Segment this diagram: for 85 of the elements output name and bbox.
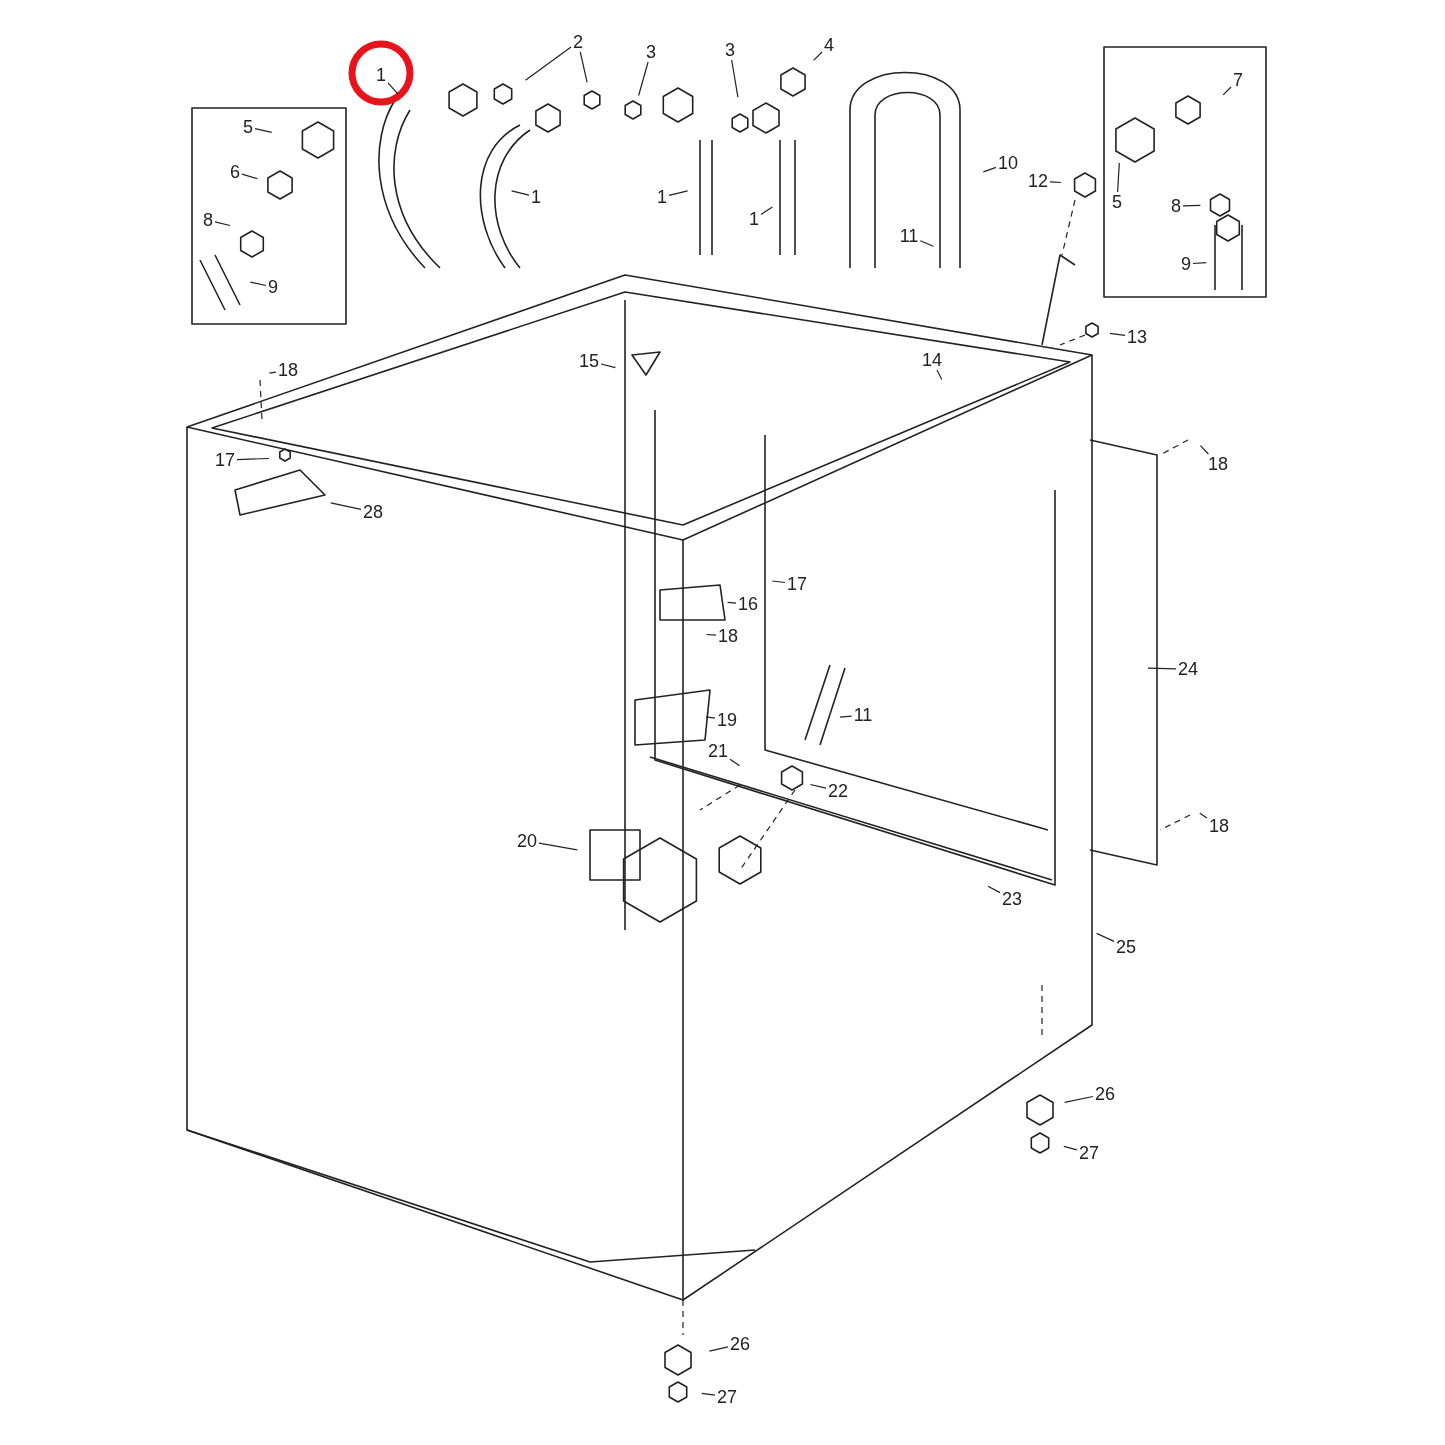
- leader-line: [214, 221, 231, 227]
- callout-number: 5: [1112, 193, 1122, 211]
- callout-number: 19: [717, 711, 737, 729]
- callout-number: 10: [998, 154, 1018, 172]
- callout-number: 27: [717, 1388, 737, 1406]
- leader-line: [1063, 1145, 1078, 1151]
- leader-line: [511, 190, 530, 196]
- leader-line: [701, 1392, 716, 1396]
- leader-line: [600, 363, 616, 369]
- callout-number: 11: [899, 227, 919, 245]
- callout-number: 16: [738, 595, 758, 613]
- leader-line: [936, 369, 943, 381]
- leader-line: [1109, 332, 1126, 336]
- callout-number: 1: [376, 66, 386, 84]
- leader-line: [236, 457, 270, 461]
- leader-line: [1199, 445, 1209, 455]
- callout-number: 21: [708, 742, 728, 760]
- leader-line: [731, 59, 739, 98]
- callout-number: 18: [718, 627, 738, 645]
- callout-number: 25: [1116, 938, 1136, 956]
- leader-line: [760, 206, 773, 215]
- leader-line: [1182, 204, 1201, 207]
- leader-line: [538, 842, 578, 851]
- leader-line: [268, 371, 277, 374]
- callout-number: 14: [922, 351, 942, 369]
- callout-number: 27: [1079, 1144, 1099, 1162]
- callout-number: 1: [749, 210, 759, 228]
- callout-number: 17: [215, 451, 235, 469]
- callout-number: 24: [1178, 660, 1198, 678]
- callout-number: 8: [1171, 197, 1181, 215]
- leader-line: [809, 783, 827, 789]
- callout-number: 13: [1127, 328, 1147, 346]
- callout-number: 17: [787, 575, 807, 593]
- callout-number: 8: [203, 211, 213, 229]
- leader-line: [241, 173, 259, 180]
- callout-number: 11: [853, 706, 873, 724]
- callout-number: 1: [531, 188, 541, 206]
- callout-number: 18: [1209, 817, 1229, 835]
- leader-line: [1222, 86, 1232, 96]
- leader-line: [839, 715, 853, 718]
- leader-line: [579, 51, 588, 83]
- callout-number: 2: [573, 33, 583, 51]
- callout-number: 9: [1181, 255, 1191, 273]
- callout-number: 5: [243, 118, 253, 136]
- leader-line: [705, 633, 717, 636]
- leader-line: [1049, 181, 1062, 184]
- leader-line: [387, 82, 399, 95]
- leader-line: [638, 61, 649, 97]
- leader-line: [771, 580, 786, 584]
- callout-number: 12: [1028, 172, 1048, 190]
- leader-line: [813, 51, 823, 61]
- leader-line: [1147, 667, 1177, 670]
- leader-line: [1199, 812, 1208, 819]
- callout-number: 3: [646, 43, 656, 61]
- leader-line: [330, 502, 362, 510]
- leader-line: [919, 240, 934, 247]
- leader-line: [524, 46, 572, 81]
- callout-number: 3: [725, 41, 735, 59]
- leader-line: [668, 190, 689, 196]
- leader-line: [1096, 932, 1115, 942]
- callout-number: 4: [824, 36, 834, 54]
- callout-number: 20: [517, 832, 537, 850]
- leader-line: [1064, 1095, 1094, 1103]
- callout-number: 18: [1208, 455, 1228, 473]
- leader-line: [705, 716, 716, 719]
- leader-line: [982, 166, 997, 173]
- leader-line: [249, 281, 267, 287]
- callout-number: 15: [579, 352, 599, 370]
- callout-number: 23: [1002, 890, 1022, 908]
- leader-line: [727, 601, 737, 604]
- callout-number: 18: [278, 361, 298, 379]
- callout-number: 1: [657, 188, 667, 206]
- callout-number: 7: [1233, 71, 1243, 89]
- leader-line: [1117, 162, 1120, 193]
- leader-line: [254, 128, 273, 133]
- callout-number: 9: [268, 278, 278, 296]
- callout-number: 26: [730, 1335, 750, 1353]
- callout-number: 6: [230, 163, 240, 181]
- callout-number: 26: [1095, 1085, 1115, 1103]
- callout-number: 22: [828, 782, 848, 800]
- leader-line: [729, 758, 741, 767]
- callout-number: 28: [363, 503, 383, 521]
- leader-line: [1192, 262, 1207, 265]
- leader-line: [987, 885, 1001, 894]
- leader-line: [708, 1346, 729, 1352]
